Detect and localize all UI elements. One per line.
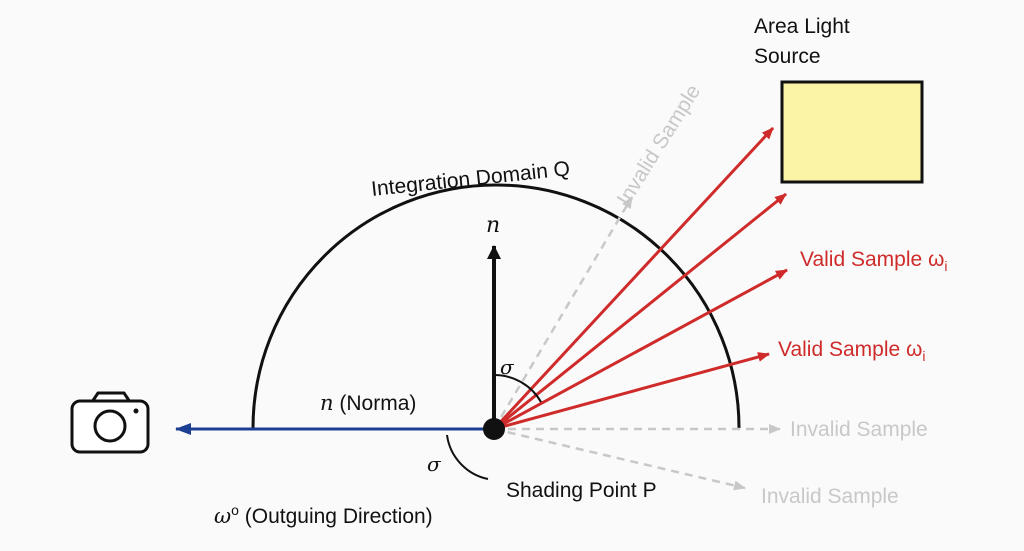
invalid-sample-ray-low [493, 427, 746, 491]
area-light-rect [780, 80, 924, 184]
valid-sample-ray-1 [492, 126, 775, 431]
theta-label-bottom: σ [427, 452, 442, 476]
hemisphere-arc [251, 183, 741, 429]
valid-sample-ray-3 [493, 268, 788, 431]
valid-sample-label-2: Valid Sample ωi [778, 338, 926, 364]
camera-icon [70, 391, 150, 454]
shading-point-dot [483, 418, 505, 440]
normal-symbol-label: n [486, 213, 500, 238]
invalid-sample-label-low: Invalid Sample [761, 485, 899, 508]
area-light-label-line2: Source [754, 45, 821, 68]
area-light-label-line1: Area Light [754, 15, 850, 38]
invalid-sample-label-top: Invalid Sample [613, 81, 706, 210]
shading-point-label: Shading Point P [506, 479, 657, 502]
theta-arc-top [493, 373, 542, 403]
valid-sample-ray-4 [493, 352, 770, 431]
valid-sample-ray-2 [493, 192, 787, 431]
valid-sample-label-1: Valid Sample ωi [800, 248, 948, 274]
normal-descriptor-label: n (Norma) [320, 391, 416, 415]
invalid-sample-label-mid: Invalid Sample [790, 418, 928, 441]
invalid-sample-ray-top [492, 196, 634, 430]
outgoing-direction-label: ωo (Outguing Direction) [214, 502, 433, 528]
theta-label-top: σ [500, 355, 515, 379]
integration-domain-label: Integration Domain Q [370, 157, 571, 201]
theta-arc-bottom [446, 434, 489, 480]
